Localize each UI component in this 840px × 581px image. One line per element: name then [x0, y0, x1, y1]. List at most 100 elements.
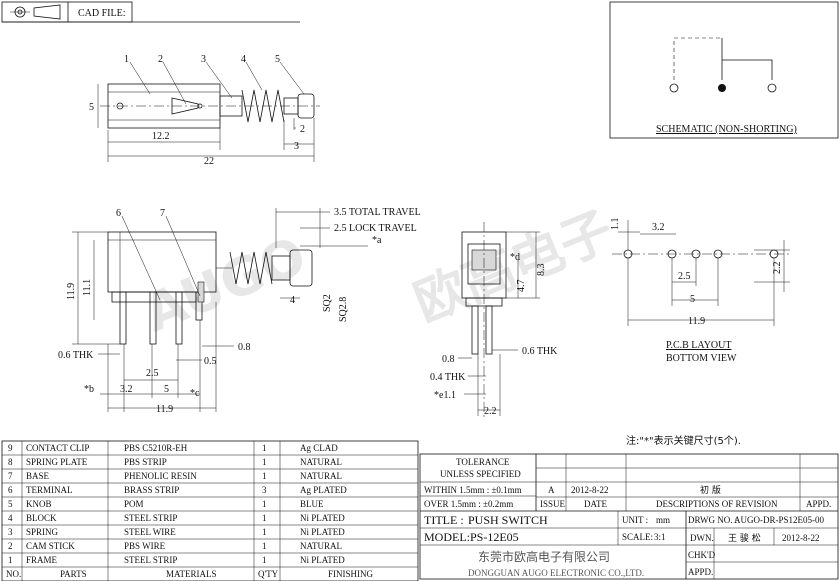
pcb-dim-22: 2.2: [772, 262, 783, 275]
rev-issue: A: [548, 485, 555, 495]
key-dimension-note: 注:"*"表示关键尺寸(5个).: [626, 434, 741, 447]
parts-table-cell: NATURAL: [300, 541, 342, 551]
parts-table-cell: CONTACT CLIP: [26, 443, 89, 453]
parts-table-cell: 1: [262, 555, 267, 565]
dim-06-thk: 0.6 THK: [522, 346, 558, 357]
parts-table-cell: BASE: [26, 471, 50, 481]
parts-table-cell: 5: [8, 499, 13, 509]
parts-table-cell: NATURAL: [300, 457, 342, 467]
rev-header-appd: APPD.: [806, 499, 831, 509]
unit-value: mm: [656, 515, 670, 525]
parts-table-cell: PBS STRIP: [124, 457, 167, 467]
callout-7: 7: [160, 208, 165, 219]
dim-47: 4.7: [516, 280, 527, 293]
parts-table-cell: BLOCK: [26, 513, 57, 523]
parts-table-cell: BLUE: [300, 499, 324, 509]
parts-table-cell: 4: [8, 513, 13, 523]
pcb-layout: 1.1 3.2 2.5 5 11.9 2.2 P.C.B LAYOUT BOTT…: [610, 218, 790, 364]
dim-total: 22: [204, 156, 214, 167]
parts-table-cell: 3: [8, 527, 13, 537]
top-view: 1 2 3 4 5 5 12.2 22 2 3: [89, 54, 320, 167]
scale-value: 3:1: [654, 532, 666, 542]
projection-symbol-icon: [10, 4, 61, 20]
parts-table-cell: Ni PLATED: [300, 555, 345, 565]
model-label: MODEL:: [424, 530, 470, 544]
rev-date: 2012-8-22: [571, 485, 609, 495]
title-label: TITLE :: [424, 513, 464, 527]
parts-table-header: FINISHING: [328, 569, 374, 579]
parts-table-cell: STEEL STRIP: [124, 555, 177, 565]
parts-table-cell: 1: [262, 541, 267, 551]
parts-table-cell: STEEL WIRE: [124, 527, 176, 537]
dim-04-thk: 0.4 THK: [430, 372, 466, 383]
dim-05: 0.5: [204, 356, 217, 367]
parts-table-cell: TERMINAL: [26, 485, 73, 495]
rev-header-date: DATE: [584, 499, 607, 509]
pcb-dim-119: 11.9: [688, 316, 705, 327]
star-b: *b: [84, 384, 94, 395]
dwn-date: 2012-8-22: [782, 533, 820, 543]
schematic-box: SCHEMATIC (NON-SHORTING): [609, 1, 839, 139]
parts-table-cell: 1: [262, 457, 267, 467]
dim-h2: 11.1: [82, 279, 93, 296]
parts-table-cell: POM: [124, 499, 144, 509]
parts-table-cell: PHENOLIC RESIN: [124, 471, 197, 481]
parts-table-cell: Ni PLATED: [300, 527, 345, 537]
dim-h1: 11.9: [66, 283, 77, 300]
parts-table-cell: Ni PLATED: [300, 513, 345, 523]
common-terminal-dot: [718, 84, 726, 92]
callout-4: 4: [241, 54, 246, 65]
parts-table-cell: 1: [262, 443, 267, 453]
parts-table-header: NO.: [6, 569, 21, 579]
parts-table-cell: 3: [262, 485, 267, 495]
callout-5: 5: [275, 54, 280, 65]
parts-table-cell: FRAME: [26, 555, 58, 565]
dwg-label: DRWG NO. :: [688, 515, 737, 525]
dim-25: 2.5: [146, 368, 159, 379]
dim-22: 2.2: [484, 406, 497, 417]
sq2-label: SQ2: [322, 294, 333, 312]
parts-table-cell: 1: [262, 471, 267, 481]
parts-table-cell: NATURAL: [300, 471, 342, 481]
cad-file-label: CAD FILE:: [78, 8, 126, 19]
parts-table-header: PARTS: [60, 569, 87, 579]
pcb-subtitle: BOTTOM VIEW: [666, 353, 737, 364]
pcb-dim-25: 2.5: [678, 271, 691, 282]
pcb-dim-32: 3.2: [652, 222, 665, 233]
rev-desc: 初 版: [700, 484, 721, 496]
parts-table-cell: Ag PLATED: [300, 485, 347, 495]
parts-table-header: Q'TY: [258, 569, 279, 579]
rev-header-issue: ISSUE: [540, 499, 566, 509]
callout-2: 2: [158, 54, 163, 65]
star-c: *c: [190, 388, 200, 399]
parts-table-cell: 1: [262, 513, 267, 523]
parts-table-cell: 8: [8, 457, 13, 467]
parts-table-cell: 1: [262, 527, 267, 537]
pcb-dim-11: 1.1: [610, 218, 621, 231]
appd-label: APPD.: [688, 567, 713, 577]
side-view: 6 7 3.5 TOTAL TRAVEL 2.5 LOCK TRAVEL *a …: [58, 207, 421, 415]
company-en: DONGGUAN AUGO ELECTRONIC CO.,LTD.: [468, 568, 644, 578]
total-travel: 3.5 TOTAL TRAVEL: [334, 207, 421, 218]
dim-e11: *e1.1: [434, 390, 456, 401]
chkd-label: CHK'D: [688, 550, 716, 560]
parts-table-header: MATERIALS: [166, 569, 217, 579]
parts-table-cell: KNOB: [26, 499, 52, 509]
model-value: PS-12E05: [470, 530, 519, 544]
dim-83: 8.3: [536, 264, 547, 277]
parts-table-cell: PBS C5210R-EH: [124, 443, 188, 453]
parts-table-cell: PBS WIRE: [124, 541, 166, 551]
tolerance-sub: UNLESS SPECIFIED: [440, 469, 521, 479]
unit-label: UNIT :: [622, 515, 648, 525]
callout-3: 3: [201, 54, 206, 65]
dwg-value: AUGO-DR-PS12E05-00: [734, 515, 825, 525]
lock-travel: 2.5 LOCK TRAVEL: [334, 223, 417, 234]
rev-header-desc: DESCRIPTIONS OF REVISION: [656, 499, 778, 509]
dim-body: 12.2: [152, 131, 170, 142]
callout-6: 6: [116, 208, 121, 219]
parts-table-cell: 2: [8, 541, 13, 551]
company-cn: 东莞市欧高电子有限公司: [478, 549, 610, 564]
